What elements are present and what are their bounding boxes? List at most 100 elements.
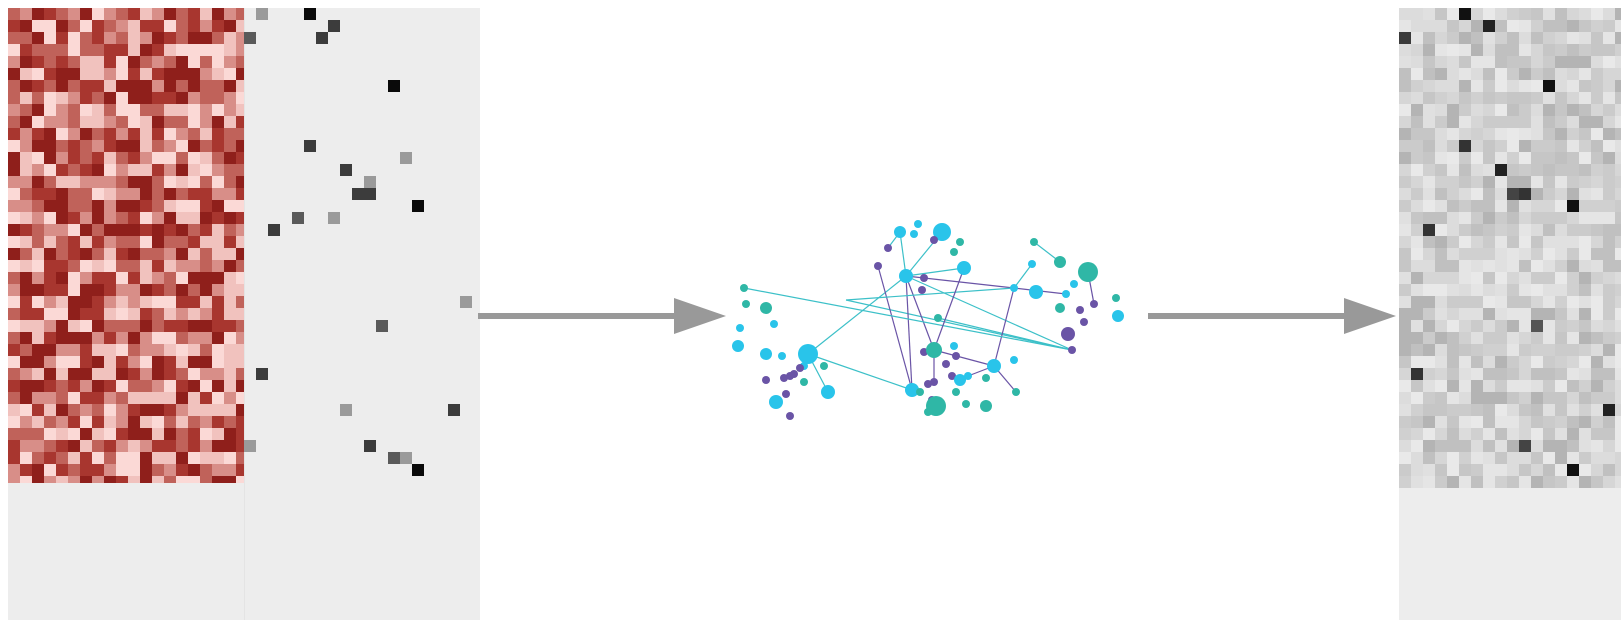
heatmap-cell (68, 152, 80, 164)
heatmap-cell (1411, 68, 1423, 80)
heatmap-cell (1519, 92, 1531, 104)
sparse-cell (388, 452, 400, 464)
sparse-cell (340, 164, 352, 176)
graph-node (1090, 300, 1098, 308)
heatmap-cell (20, 440, 32, 452)
heatmap-cell (1447, 260, 1459, 272)
heatmap-cell (140, 140, 152, 152)
heatmap-cell (1591, 392, 1603, 404)
heatmap-dark-cell (1507, 188, 1519, 200)
heatmap-cell (1459, 200, 1471, 212)
heatmap-cell (32, 212, 44, 224)
heatmap-cell (1603, 296, 1615, 308)
heatmap-cell (236, 476, 244, 483)
heatmap-cell (1603, 308, 1615, 320)
heatmap-cell (116, 32, 128, 44)
heatmap-cell (128, 476, 140, 483)
heatmap-cell (1483, 428, 1495, 440)
heatmap-cell (128, 452, 140, 464)
heatmap-cell (200, 32, 212, 44)
heatmap-cell (1435, 296, 1447, 308)
heatmap-cell (1531, 416, 1543, 428)
heatmap-cell (104, 188, 116, 200)
heatmap-cell (1543, 452, 1555, 464)
heatmap-cell (1543, 344, 1555, 356)
heatmap-cell (1423, 20, 1435, 32)
heatmap-cell (176, 200, 188, 212)
heatmap-cell (1459, 476, 1471, 488)
heatmap-cell (32, 236, 44, 248)
heatmap-cell (116, 296, 128, 308)
heatmap-cell (80, 44, 92, 56)
heatmap-cell (1411, 344, 1423, 356)
heatmap-cell (1591, 68, 1603, 80)
heatmap-cell (224, 200, 236, 212)
heatmap-cell (116, 56, 128, 68)
heatmap-cell (1459, 296, 1471, 308)
heatmap-cell (1447, 32, 1459, 44)
heatmap-cell (1531, 32, 1543, 44)
heatmap-cell (1555, 176, 1567, 188)
heatmap-cell (1603, 392, 1615, 404)
heatmap-cell (1411, 116, 1423, 128)
heatmap-cell (1579, 368, 1591, 380)
heatmap-cell (104, 320, 116, 332)
heatmap-cell (1519, 368, 1531, 380)
heatmap-cell (1555, 104, 1567, 116)
heatmap-cell (1399, 416, 1411, 428)
heatmap-cell (1447, 8, 1459, 20)
heatmap-cell (1447, 20, 1459, 32)
graph-edge (933, 349, 995, 367)
heatmap-cell (176, 128, 188, 140)
heatmap-cell (1567, 92, 1579, 104)
heatmap-cell (188, 380, 200, 392)
heatmap-cell (1423, 392, 1435, 404)
heatmap-cell (1543, 404, 1555, 416)
heatmap-cell (1579, 236, 1591, 248)
graph-node (796, 364, 804, 372)
heatmap-cell (152, 104, 164, 116)
graph-node (926, 342, 942, 358)
heatmap-dark-cell (1459, 8, 1471, 20)
heatmap-cell (128, 128, 140, 140)
heatmap-cell (224, 476, 236, 483)
heatmap-cell (1567, 248, 1579, 260)
heatmap-cell (1459, 320, 1471, 332)
heatmap-cell (1543, 8, 1555, 20)
heatmap-cell (1411, 56, 1423, 68)
heatmap-cell (1471, 20, 1483, 32)
heatmap-cell (1615, 176, 1621, 188)
graph-node (1070, 280, 1078, 288)
heatmap-cell (1399, 368, 1411, 380)
heatmap-cell (1507, 476, 1519, 488)
heatmap-cell (236, 128, 244, 140)
heatmap-cell (152, 164, 164, 176)
heatmap-cell (92, 332, 104, 344)
heatmap-cell (1615, 308, 1621, 320)
heatmap-cell (1435, 272, 1447, 284)
heatmap-cell (8, 416, 20, 428)
heatmap-cell (1591, 272, 1603, 284)
heatmap-cell (1399, 8, 1411, 20)
heatmap-cell (1579, 140, 1591, 152)
heatmap-cell (1615, 344, 1621, 356)
heatmap-cell (68, 284, 80, 296)
heatmap-cell (104, 92, 116, 104)
heatmap-cell (1531, 428, 1543, 440)
heatmap-cell (116, 116, 128, 128)
heatmap-cell (1435, 200, 1447, 212)
heatmap-cell (1579, 128, 1591, 140)
heatmap-cell (44, 164, 56, 176)
heatmap-cell (1447, 368, 1459, 380)
heatmap-cell (1543, 140, 1555, 152)
heatmap-cell (1399, 428, 1411, 440)
heatmap-cell (1591, 464, 1603, 476)
heatmap-cell (1507, 272, 1519, 284)
heatmap-cell (212, 308, 224, 320)
heatmap-cell (1531, 380, 1543, 392)
heatmap-cell (1471, 188, 1483, 200)
graph-node (894, 226, 906, 238)
heatmap-cell (1471, 452, 1483, 464)
heatmap-cell (1471, 320, 1483, 332)
heatmap-cell (236, 164, 244, 176)
